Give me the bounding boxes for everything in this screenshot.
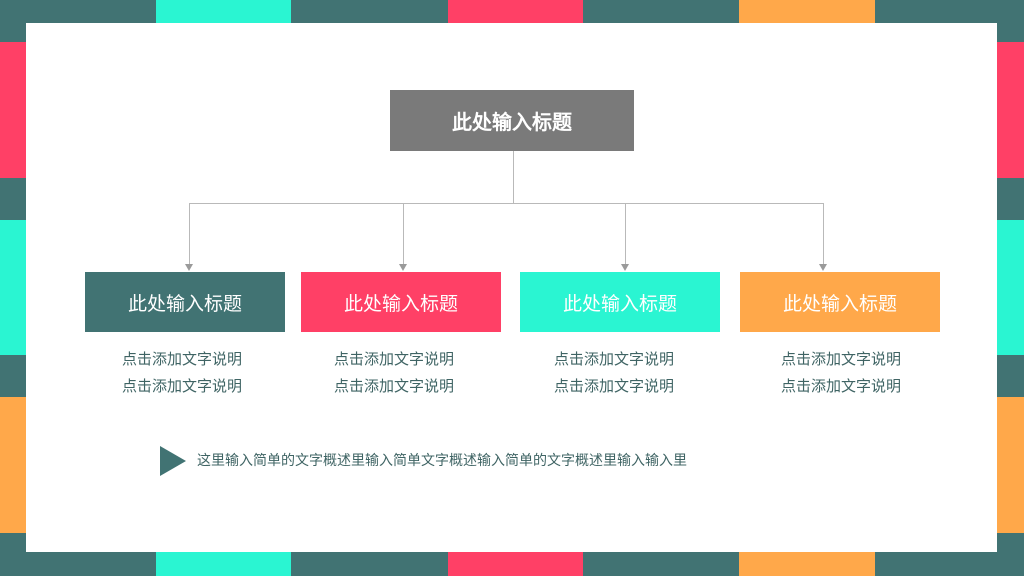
arrow-down-icon (399, 264, 407, 271)
frame-right-seg (997, 397, 1024, 533)
item-description-line: 点击添加文字说明 (333, 377, 454, 395)
arrow-down-icon (621, 264, 629, 271)
top-title-text: 此处输入标题 (452, 110, 572, 134)
play-triangle-icon (160, 446, 186, 476)
item-description-line: 点击添加文字说明 (553, 377, 674, 395)
frame-left-seg (0, 220, 26, 355)
item-title-box[interactable]: 此处输入标题 (520, 272, 720, 332)
frame-bottom-seg (875, 552, 1024, 576)
item-title-box[interactable]: 此处输入标题 (301, 272, 501, 332)
frame-bottom-seg (156, 552, 291, 576)
item-title-box[interactable]: 此处输入标题 (85, 272, 285, 332)
top-title-box[interactable]: 此处输入标题 (390, 90, 634, 151)
frame-top-seg (156, 0, 291, 23)
item-title-text: 此处输入标题 (343, 292, 458, 315)
connector-drop (625, 203, 626, 265)
item-description: 点击添加文字说明 点击添加文字说明 (82, 346, 282, 400)
frame-top-seg (448, 0, 583, 23)
connector-vertical-main (513, 151, 514, 203)
frame-left-seg (0, 397, 26, 533)
frame-right-seg (997, 220, 1024, 355)
item-description: 点击添加文字说明 点击添加文字说明 (294, 346, 494, 400)
frame-top-seg (0, 0, 156, 23)
item-description-line: 点击添加文字说明 (780, 350, 901, 368)
item-description-line: 点击添加文字说明 (121, 350, 242, 368)
frame-left-seg (0, 42, 26, 178)
frame-bottom-seg (583, 552, 739, 576)
frame-bottom-seg (0, 552, 156, 576)
item-title-text: 此处输入标题 (562, 292, 677, 315)
item-description: 点击添加文字说明 点击添加文字说明 (514, 346, 714, 400)
item-description-line: 点击添加文字说明 (780, 377, 901, 395)
frame-bottom-seg (291, 552, 448, 576)
frame-right-seg (997, 42, 1024, 178)
frame-top-seg (875, 0, 1024, 23)
summary-text[interactable]: 这里输入简单的文字概述里输入简单文字概述输入简单的文字概述里输入输入里 (197, 453, 687, 469)
frame-top-seg (291, 0, 448, 23)
item-description-line: 点击添加文字说明 (121, 377, 242, 395)
frame-bottom-seg (739, 552, 875, 576)
item-title-text: 此处输入标题 (127, 292, 242, 315)
arrow-down-icon (185, 264, 193, 271)
frame-bottom-seg (448, 552, 583, 576)
item-title-box[interactable]: 此处输入标题 (740, 272, 940, 332)
frame-top-seg (739, 0, 875, 23)
connector-drop (823, 203, 824, 265)
item-description-line: 点击添加文字说明 (333, 350, 454, 368)
item-title-text: 此处输入标题 (782, 292, 897, 315)
connector-horizontal (189, 203, 824, 204)
frame-top-seg (583, 0, 739, 23)
connector-drop (189, 203, 190, 265)
item-description: 点击添加文字说明 点击添加文字说明 (741, 346, 941, 400)
item-description-line: 点击添加文字说明 (553, 350, 674, 368)
connector-drop (403, 203, 404, 265)
arrow-down-icon (819, 264, 827, 271)
